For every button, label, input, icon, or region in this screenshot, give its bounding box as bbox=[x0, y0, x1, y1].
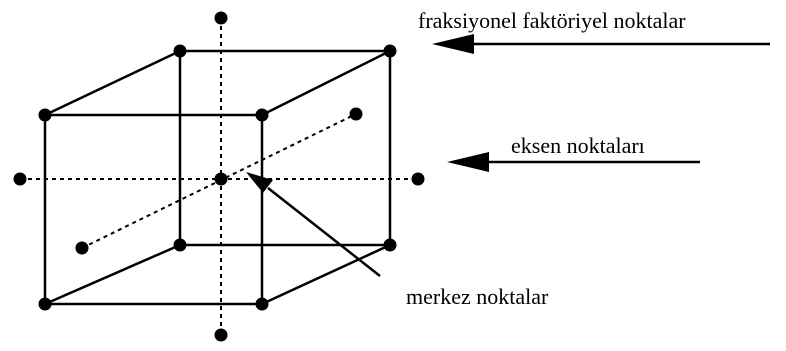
axial-points-label: eksen noktaları bbox=[511, 133, 645, 158]
factorial-arrow bbox=[432, 34, 770, 54]
factorial-point bbox=[38, 108, 52, 122]
axial-point bbox=[349, 107, 363, 121]
factorial-point bbox=[173, 44, 187, 58]
cube-edge-top-right bbox=[261, 49, 391, 117]
axial-point bbox=[13, 172, 27, 186]
axial-arrow bbox=[447, 152, 700, 172]
center-points-label: merkez noktalar bbox=[406, 284, 549, 309]
cube-edge-top-left bbox=[44, 49, 181, 117]
cube-edge-bottom-right bbox=[261, 243, 391, 306]
factorial-point bbox=[255, 108, 269, 122]
factorial-point bbox=[383, 238, 397, 252]
factorial-points-label: fraksiyonel faktöriyel noktalar bbox=[418, 8, 686, 33]
cube-front-face bbox=[43, 113, 264, 306]
arrow-head-icon bbox=[447, 152, 489, 172]
axial-point bbox=[411, 172, 425, 186]
factorial-point bbox=[38, 297, 52, 311]
center-arrow bbox=[246, 172, 381, 277]
center-point bbox=[214, 172, 228, 186]
axial-point bbox=[214, 11, 228, 25]
factorial-points bbox=[38, 44, 397, 311]
axial-points bbox=[13, 11, 425, 342]
cube-edge-bottom-left bbox=[44, 243, 181, 306]
arrow-head-icon bbox=[432, 34, 474, 54]
arrow-head-icon bbox=[246, 172, 273, 193]
factorial-point bbox=[173, 238, 187, 252]
factorial-point bbox=[255, 297, 269, 311]
factorial-point bbox=[383, 44, 397, 58]
axial-point bbox=[214, 328, 228, 342]
axial-point bbox=[75, 241, 89, 255]
